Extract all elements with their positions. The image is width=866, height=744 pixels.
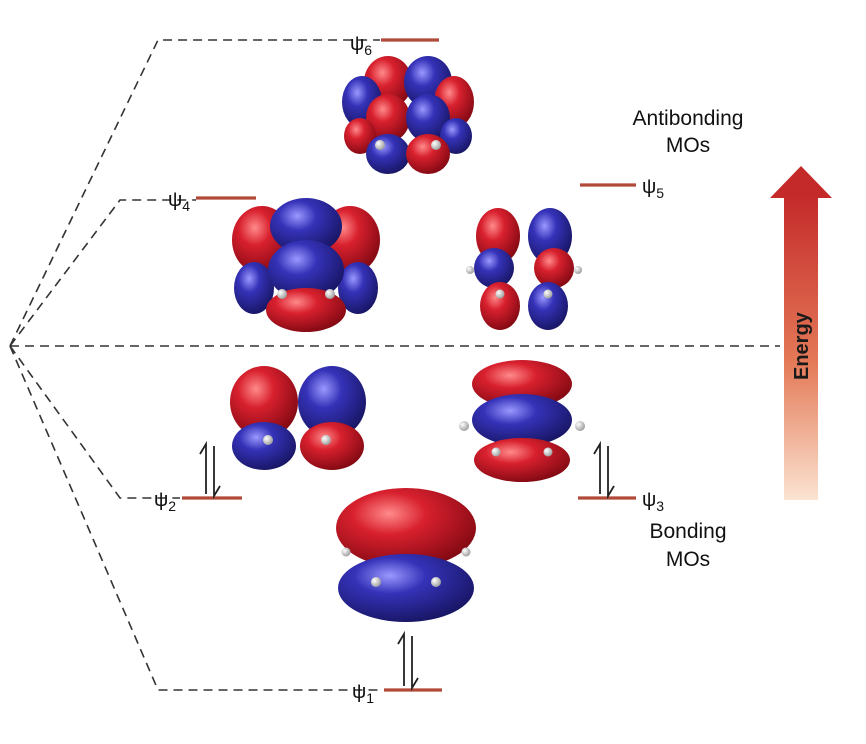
dash-psi4 <box>10 200 196 346</box>
dash-psi2 <box>10 346 180 498</box>
orbital-psi6 <box>342 56 474 174</box>
bonding-label-line1: Bonding <box>649 520 726 543</box>
energy-arrow: Energy <box>770 166 832 500</box>
electron-pair-psi1 <box>398 634 418 688</box>
energy-label: Energy <box>791 311 813 380</box>
orbital-psi5 <box>466 208 582 330</box>
label-psi1: ψ1 <box>352 681 374 706</box>
electron-pair-psi3 <box>594 444 614 496</box>
orbital-psi4 <box>232 198 380 332</box>
label-psi5: ψ5 <box>642 176 664 201</box>
antibonding-label-line2: MOs <box>666 134 710 157</box>
bonding-label-line2: MOs <box>666 548 710 571</box>
orbital-psi2 <box>230 366 366 470</box>
label-psi3: ψ3 <box>642 489 664 514</box>
antibonding-label-line1: Antibonding <box>633 107 744 130</box>
electron-pair-psi2 <box>200 444 220 496</box>
label-psi6: ψ6 <box>350 33 372 58</box>
label-psi2: ψ2 <box>154 489 176 514</box>
orbital-psi3 <box>459 360 585 482</box>
orbital-psi1 <box>336 488 476 622</box>
label-psi4: ψ4 <box>168 189 190 214</box>
